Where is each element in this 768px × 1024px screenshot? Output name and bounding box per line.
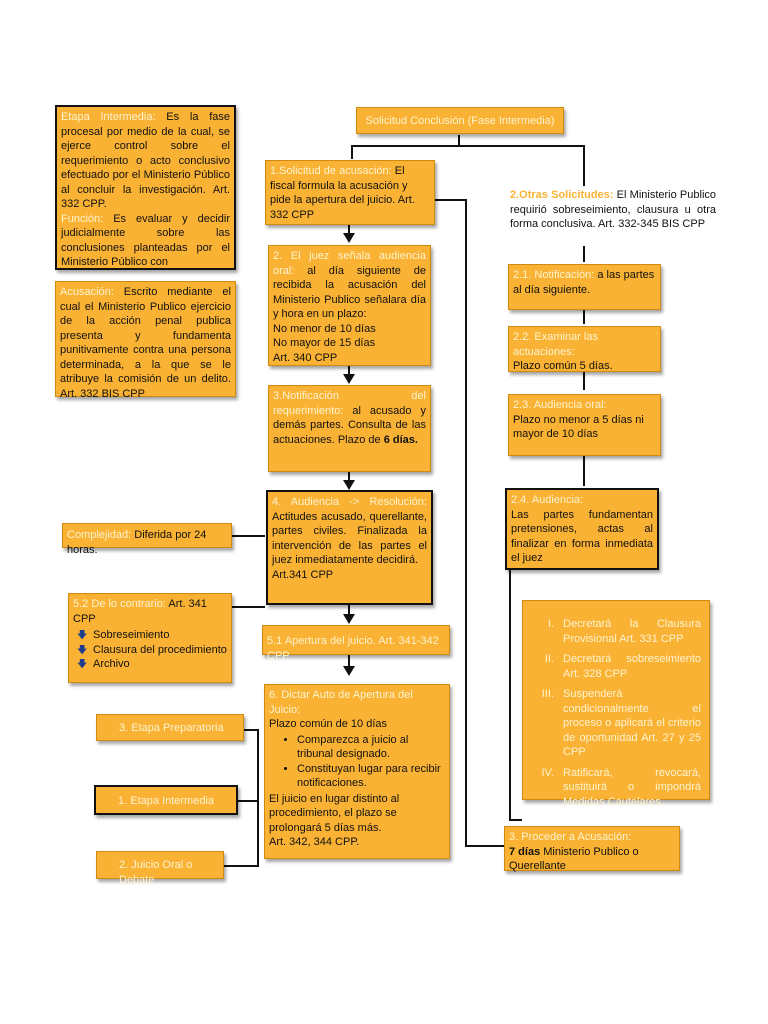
- step-2-1-text: a las partes al día siguiente.: [513, 269, 655, 296]
- step-3-text: al acusado y demás partes. Consulta de l…: [273, 404, 426, 446]
- decision-2: Decretará sobreseimiento Art. 328 CPP: [557, 652, 701, 681]
- stage-intermedia: 1. Etapa Intermedia: [94, 785, 238, 815]
- step-3-title: 3.Notificación del requerimiento:: [273, 390, 426, 417]
- step-4-title: 4. Audiencia -> Resolución:: [272, 496, 427, 508]
- step-2-2-examinar: 2.2. Examinar las actuaciones: Plazo com…: [508, 326, 661, 372]
- contrario-box: 5.2 De lo contrario: Art. 341 CPP 🡇 Sobre…: [68, 593, 232, 683]
- stage-juicio-oral: 2. Juicio Oral o Debate: [96, 851, 224, 886]
- step-6-title: 6. Dictar Auto de Apertura del Juicio:: [269, 689, 413, 716]
- step-6-line-1: Plazo común de 10 días: [269, 718, 388, 731]
- decision-3: Suspenderá condicionalmente el proceso o…: [557, 687, 701, 760]
- stage-juicio-oral-label: 2. Juicio Oral o Debate: [119, 859, 193, 886]
- acusacion-text: Escrito mediante el cual el Ministerio P…: [60, 286, 231, 400]
- step-1-text: El fiscal formula la acusación y pide la…: [270, 165, 415, 221]
- otras-text: El Ministerio Publico requirió sobreseim…: [510, 189, 717, 231]
- step-2-4-text: Las partes fundamentan pretensiones, act…: [511, 508, 653, 565]
- proceder-bold: 7 días: [509, 845, 541, 858]
- step-5-1-apertura-juicio: 5.1 Apertura del juicio. Art. 341-342 CP…: [262, 625, 450, 662]
- contrario-item-3: 🡇 Archivo: [77, 657, 227, 672]
- step-2-text: al día siguiente de recibida la acusació…: [273, 264, 426, 321]
- step-3-proceder-acusacion: 3. Proceder a Acusación: 7 días Minister…: [504, 826, 680, 873]
- step-4-art: Art.341 CPP: [272, 568, 334, 581]
- otras-solicitudes: 2.Otras Solicitudes: El Ministerio Publi…: [510, 188, 716, 232]
- stage-preparatoria-label: 3. Etapa Preparatoria: [119, 722, 224, 734]
- step-2-2-text: Plazo común 5 días.: [513, 360, 613, 373]
- complejidad-text: Diferida por 24 horas.: [67, 529, 207, 556]
- step-2-2-title: 2.2. Examinar las actuaciones:: [513, 331, 598, 358]
- decisions-list: Decretará la Clausura Provisional Art. 3…: [527, 617, 701, 809]
- step-6-art: Art. 342, 344 CPP.: [269, 836, 360, 849]
- contrario-list: 🡇 Sobreseimiento 🡇 Clausura del procedimie…: [73, 628, 227, 672]
- stage-preparatoria: 3. Etapa Preparatoria: [96, 714, 244, 741]
- step-2-audiencia-oral: 2. El juez señala audiencia oral: al día…: [268, 245, 431, 366]
- step-6-bullets: Comparezca a juicio al tribunal designad…: [269, 733, 445, 791]
- contrario-item-2-label: Clausura del procedimiento: [93, 643, 227, 656]
- step-1-title: 1.Solicitud de acusación:: [270, 165, 392, 177]
- step-3-notificacion: 3.Notificación del requerimiento: al acu…: [268, 385, 431, 472]
- step-2-3-audiencia-oral: 2.3. Audiencia oral: Plazo no menor a 5 …: [508, 394, 661, 456]
- step-6-bullet-1: Comparezca a juicio al tribunal designad…: [297, 733, 445, 762]
- step-2-title: 2. El juez señala audiencia oral:: [273, 250, 426, 277]
- step-2-line-3: Art. 340 CPP: [273, 351, 338, 364]
- contrario-item-3-label: Archivo: [93, 658, 130, 671]
- definition-acusacion: Acusación: Escrito mediante el cual el M…: [55, 281, 236, 400]
- step-2-3-title: 2.3. Audiencia oral:: [513, 399, 607, 411]
- etapa-term: Etapa Intermedia:: [61, 111, 156, 123]
- step-1-solicitud-acusacion: 1.Solicitud de acusación: El fiscal form…: [265, 160, 435, 225]
- arrow-down-icon: 🡇: [77, 630, 88, 642]
- root-solicitud-conclusion: Solicitud Conclusión (Fase Intermedia): [356, 107, 564, 134]
- step-6-auto-apertura: 6. Dictar Auto de Apertura del Juicio: P…: [264, 684, 450, 859]
- step-2-3-text: Plazo no menor a 5 días ni mayor de 10 d…: [513, 413, 644, 441]
- step-4-text: Actitudes acusado, querellante, partes c…: [272, 510, 427, 567]
- decisions-box: Decretará la Clausura Provisional Art. 3…: [522, 600, 710, 808]
- acusacion-term: Acusación:: [60, 286, 114, 298]
- step-5-1-title: 5.1 Apertura del juicio. Art. 341-342 CP…: [267, 635, 439, 662]
- root-label: Solicitud Conclusión (Fase Intermedia): [365, 115, 555, 127]
- contrario-item-1-label: Sobreseimiento: [93, 629, 170, 642]
- decision-4: Ratificará, revocará, sustituirá o impon…: [557, 766, 701, 810]
- contrario-title: 5.2 De lo contrario:: [73, 598, 166, 610]
- contrario-text: Art. 341 CPP: [73, 598, 207, 625]
- etapa-text: Es la fase procesal por medio de la cual…: [61, 111, 230, 211]
- complejidad-box: Complejidad: Diferida por 24 horas.: [62, 523, 232, 556]
- step-4-audiencia-resolucion: 4. Audiencia -> Resolución: Actitudes ac…: [266, 490, 433, 605]
- funcion-term: Función:: [61, 212, 104, 225]
- proceder-title: 3. Proceder a Acusación:: [509, 831, 632, 843]
- contrario-item-2: 🡇 Clausura del procedimiento: [77, 643, 227, 658]
- step-6-bullet-2: Constituyan lugar para recibir notificac…: [297, 762, 445, 791]
- definition-etapa-intermedia: Etapa Intermedia: Es la fase procesal po…: [55, 105, 236, 270]
- funcion-text: Es evaluar y decidir judicialmente sobre…: [61, 212, 230, 269]
- arrow-down-icon: 🡇: [77, 659, 88, 671]
- step-6-text: El juicio en lugar distinto al procedimi…: [269, 792, 400, 834]
- step-3-bold: 6 días.: [383, 433, 418, 446]
- proceder-text: Ministerio Publico o Querellante: [509, 845, 639, 873]
- arrow-down-icon: 🡇: [77, 644, 88, 656]
- stage-intermedia-label: 1. Etapa Intermedia: [118, 795, 215, 807]
- step-2-4-audiencia: 2.4. Audiencia: Las partes fundamentan p…: [505, 488, 659, 570]
- step-2-line-1: No menor de 10 días: [273, 322, 376, 335]
- step-2-1-notificacion: 2.1. Notificación: a las partes al día s…: [508, 264, 661, 310]
- step-2-4-title: 2.4. Audiencia:: [511, 494, 584, 506]
- step-2-line-2: No mayor de 15 días: [273, 337, 376, 350]
- otras-title: 2.Otras Solicitudes:: [510, 189, 614, 201]
- complejidad-title: Complejidad:: [67, 529, 132, 541]
- step-2-1-title: 2.1. Notificación:: [513, 269, 595, 281]
- contrario-item-1: 🡇 Sobreseimiento: [77, 628, 227, 643]
- decision-1: Decretará la Clausura Provisional Art. 3…: [557, 617, 701, 646]
